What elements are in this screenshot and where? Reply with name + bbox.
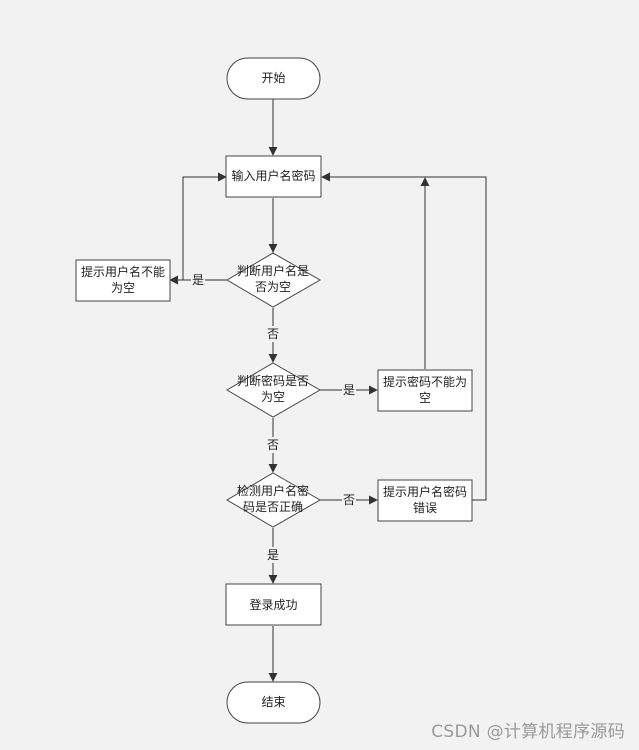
check-password-decision: 判断密码是否 为空: [226, 362, 322, 418]
edge-label-verify-no: 否: [343, 493, 355, 507]
verify-label-line2: 码是否正确: [243, 500, 303, 514]
start-terminal: 开始: [226, 57, 321, 100]
edge-prompt-username-to-input: [182, 172, 227, 280]
prompt-error-label-line1: 提示用户名密码: [383, 484, 467, 499]
start-label: 开始: [261, 71, 285, 85]
input-process: 输入用户名密码: [225, 155, 322, 198]
prompt-error-label-line2: 错误: [413, 501, 437, 515]
check-username-label-line2: 否为空: [255, 280, 291, 294]
csdn-watermark: CSDN @计算机程序源码: [431, 722, 625, 742]
prompt-password-process: 提示密码不能为 空: [377, 369, 473, 412]
edge-label-verify-yes: 是: [267, 548, 279, 562]
success-label: 登录成功: [249, 597, 297, 612]
verify-credentials-decision: 检测用户名密 码是否正确: [226, 472, 322, 528]
verify-label-line1: 检测用户名密: [237, 483, 309, 498]
prompt-username-label-line1: 提示用户名不能: [81, 264, 165, 279]
prompt-error-process: 提示用户名密码 错误: [377, 479, 473, 522]
prompt-password-label-line2: 空: [419, 391, 431, 405]
end-label: 结束: [261, 695, 285, 709]
prompt-password-label-line1: 提示密码不能为: [383, 374, 467, 389]
edge-prompt-error-to-input: [321, 172, 487, 501]
check-password-label-line2: 为空: [261, 390, 285, 404]
end-terminal: 结束: [226, 681, 321, 724]
prompt-username-process: 提示用户名不能 为空: [75, 259, 171, 302]
input-label: 输入用户名密码: [231, 168, 315, 183]
check-username-decision: 判断用户名是 否为空: [226, 252, 322, 308]
edge-label-password-yes: 是: [343, 383, 355, 397]
edge-label-password-no: 否: [267, 438, 279, 452]
login-success-process: 登录成功: [225, 583, 322, 626]
edge-label-username-no: 否: [267, 327, 279, 341]
edge-label-username-yes: 是: [192, 273, 204, 287]
check-password-label-line1: 判断密码是否: [237, 373, 309, 388]
prompt-username-label-line2: 为空: [111, 281, 135, 295]
check-username-label-line1: 判断用户名是: [237, 263, 309, 278]
